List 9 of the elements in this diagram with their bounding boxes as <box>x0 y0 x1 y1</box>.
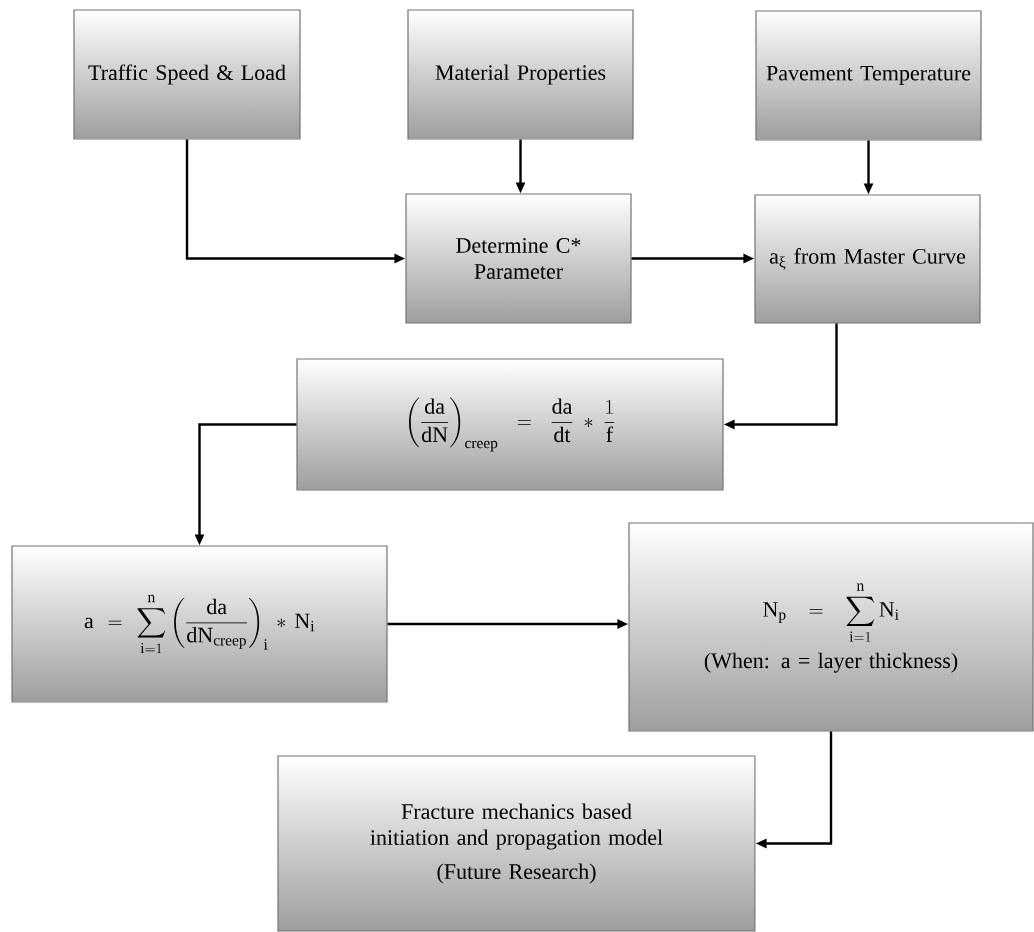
process-box: Determine C* Parameter <box>405 193 632 324</box>
process-box: $\left(\frac{\mathrm{da}}{\mathrm{dN}}\right)_{\mathrm{creep}} = \frac{\mathrm{da}}{\mathrm{dt}} * \frac{1}{\mathrm{f}}$ <box>296 358 724 491</box>
process-box: a$_{ξ}$ from Master Curve <box>754 194 981 324</box>
process-box: $\mathrm{a} = \sum_{\mathrm{i}=1}^{\mathrm{n}} \left(\frac{\mathrm{da}}{\mathrm{dN}_{\mathrm{creep}}}\right)_{\mathrm{i}} * \mathrm{N}_{\mathrm{i}}$ <box>11 545 388 703</box>
process-box: Traffic Speed & Load <box>73 9 301 140</box>
process-box: Fracture mechanics based initiation and propagation model (Future Research) <box>277 755 756 932</box>
process-box: Material Properties <box>407 9 634 140</box>
process-box: $\mathrm{N}_{\mathrm{p}} = \sum_{\mathrm{i}=1}^{\mathrm{n}} \mathrm{N}_{\mathrm{i}}$ (When: a = layer thickness) <box>628 522 1034 732</box>
process-box: Pavement Temperature <box>755 10 982 141</box>
